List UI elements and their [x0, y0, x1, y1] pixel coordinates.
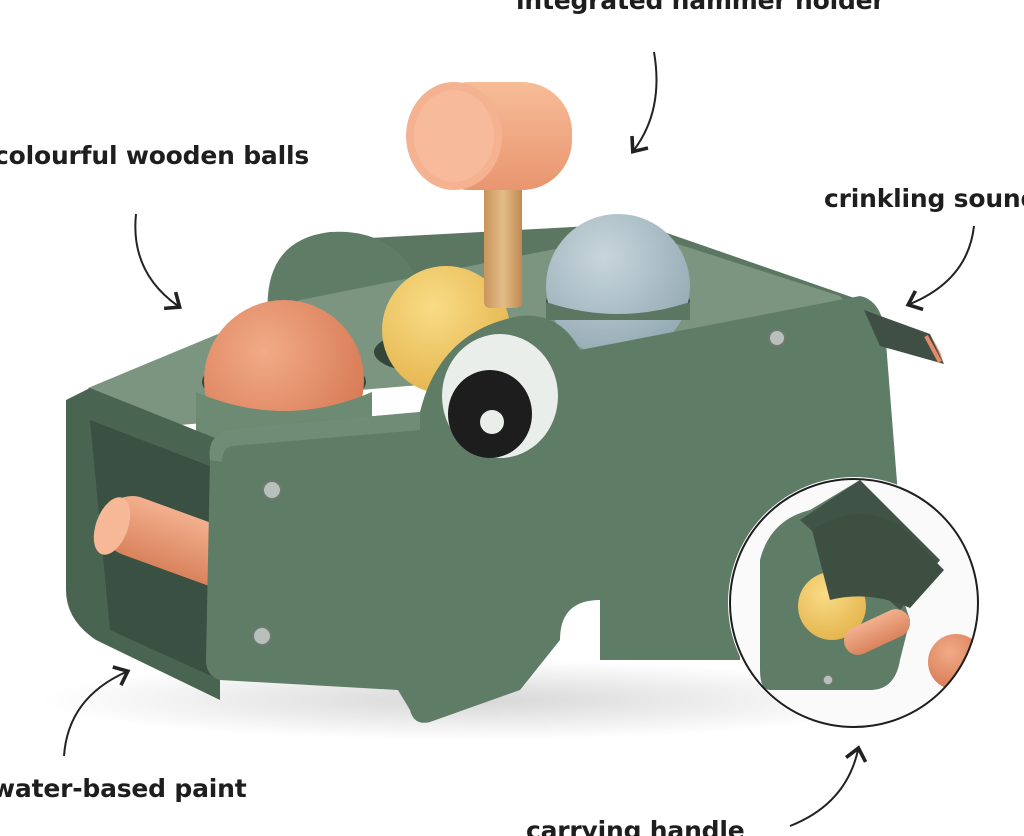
screw [262, 480, 282, 500]
hammer-head [406, 82, 572, 190]
detail-inset [728, 477, 980, 729]
arrow-handle [789, 745, 868, 827]
arrow-paint [63, 665, 131, 757]
arrow-crinkle [905, 225, 975, 312]
crinkle-fabric-tab [864, 310, 944, 364]
arrow-balls [134, 213, 182, 311]
callout-wooden-balls: colourful wooden balls [0, 141, 309, 170]
toy-eye [442, 334, 558, 458]
callout-water-based-paint: water-based paint [0, 774, 247, 803]
ball-blue [546, 214, 690, 358]
hammer-handle [484, 178, 522, 308]
callout-carrying-handle: carrying handle [526, 816, 745, 836]
arrow-hammer [630, 51, 658, 154]
inset-ball-orange [928, 634, 978, 690]
screw [252, 626, 272, 646]
toy-front-face [206, 296, 901, 723]
screw [768, 329, 786, 347]
callout-crinkling-sound: crinkling sound [824, 184, 1024, 213]
callout-hammer-holder: integrated hammer holder [516, 0, 885, 15]
